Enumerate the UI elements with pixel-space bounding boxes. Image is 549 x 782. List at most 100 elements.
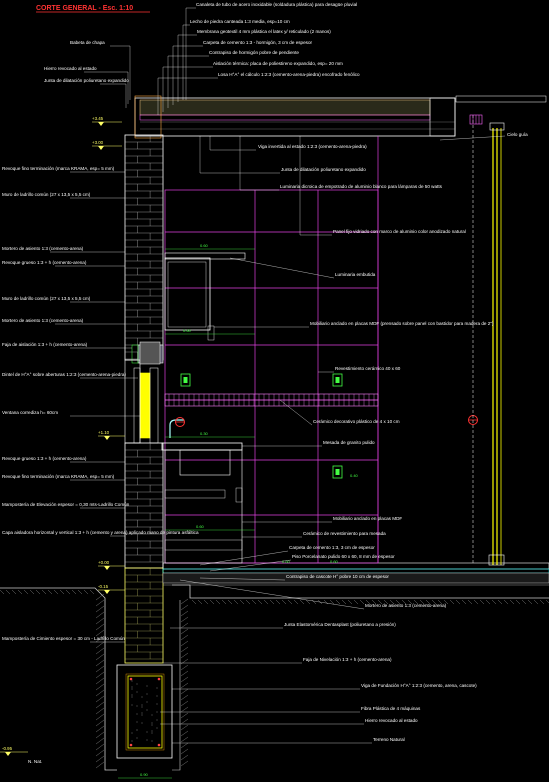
right-label: Mesada de granito pulido [323,440,375,445]
right-label: Mobiliario anclado en placas MDF (prensa… [310,321,494,326]
right-label: Mobiliario anclado en placas MDF [333,516,402,521]
leader-line [439,135,506,141]
hatch-line [95,719,105,727]
hatch-line [407,599,413,605]
concrete-speckle [151,714,153,716]
concrete-speckle [146,693,148,695]
hatch-line [41,589,47,595]
concrete-speckle [151,724,153,726]
hatch-line [455,599,461,605]
hatch-line [359,599,365,605]
hatch-line [251,599,257,605]
hatch-line [215,599,221,605]
hatch-line [180,754,189,761]
hatch-line [180,646,189,653]
outlet-icon [332,373,343,387]
right-label: Luminaria embutida [335,272,376,277]
hatch-line [95,749,105,757]
dim-label: 0.40 [350,473,359,478]
left-label: Dintel de H°A° sobre aberturas 1:2:3 (ce… [2,372,126,377]
dim-label: 0.60 [196,524,205,529]
hatch-line [527,599,533,605]
left-label: Revoque fino terminación (marca KRAMA, e… [2,474,115,479]
top-label: Lecho de piedra canteada 1:3 media, esp=… [190,19,290,24]
right-label: Carpeta de cemento 1:3, 3 cm de espesor [289,545,375,550]
upper-cabinet [164,252,246,341]
hatch-line [203,599,209,605]
concrete-speckle [136,705,138,707]
hatch-line [461,599,467,605]
concrete-speckle [146,685,148,687]
concrete-speckle [131,696,133,698]
left-label: Babeta de chapa [70,40,105,45]
hatch-line [180,664,189,671]
hatch-line [287,599,293,605]
hatch-line [485,599,491,605]
hatch-line [515,599,521,605]
hatch-line [180,700,189,707]
hatch-line [95,641,105,649]
hatch-line [71,589,77,595]
hatch-line [95,629,105,637]
drawing-title: CORTE GENERAL - Esc. 1:10 [36,5,133,12]
foundation-beam [116,664,173,759]
right-label: Luminaria dicroica de empotrado de alumi… [280,184,443,189]
hatch-line [233,599,239,605]
top-label: Aislación térmica: placa de poliestireno… [213,61,343,66]
right-label: Junta de dilatación poliuretano expandid… [281,167,366,172]
hatch-line [95,665,105,673]
concrete-speckle [136,729,138,731]
hatch-line [503,599,509,605]
level-mark-label: -0.15 [98,584,109,589]
hatch-line [227,599,233,605]
leader-lines [50,7,506,744]
concrete-speckle [156,695,158,697]
hatch-line [180,748,189,755]
ceiling-light-icon [469,114,483,125]
hatch-line [47,589,53,595]
right-label: Piso Porcelanato pulido 60 x 60, 8 mm de… [292,554,395,559]
hatch-line [95,701,105,709]
hatch-line [329,599,335,605]
right-label: Terreno Natural [373,737,405,742]
hatch-line [95,713,105,721]
right-label: Viga invertida al estado 1:2:3 (cemento-… [258,144,367,149]
concrete-speckle [136,737,138,739]
hatch-line [545,599,549,604]
concrete-speckle [146,731,148,733]
hatch-line [180,670,189,677]
leader-line [239,136,279,191]
left-label: Mampostería de Cimiento espesor = 30 cm … [2,636,125,641]
hatch-line [347,599,353,605]
leader-line [229,257,335,279]
hatch-line [95,593,105,601]
right-label: Contrapiso de cascote H° pobre 10 cm de … [286,574,389,579]
left-label: Mortero de asiento 1:3 (cemento-arena) [2,318,84,323]
left-label: Capa aisladora horizontal y vertical 1:3… [2,530,199,535]
hatch-line [239,599,245,605]
dim-label: 0.60 [183,328,192,333]
hatch-line [293,599,299,605]
left-label: Muro de ladrillo común (27 x 13,5 x 5,5 … [2,192,91,197]
hatch-line [180,718,189,725]
leader-line [100,83,127,108]
right-label: Fibra Plástica de 4 máquinas [361,706,421,711]
wall-jamb [124,359,141,444]
hatch-line [95,731,105,739]
leader-line [299,136,332,236]
hatch-line [275,599,281,605]
hatch-line [95,671,105,679]
concrete-speckle [136,683,138,685]
left-label: Junta de dilatación poliuretano expandid… [44,78,129,83]
sliding-window [133,367,159,444]
hatch-line [431,599,437,605]
top-label: Canaleta de tubo de acero inoxidable (so… [196,2,357,7]
hatch-line [180,658,189,665]
hatch-line [539,599,545,605]
dim-label: 0.90 [140,772,149,777]
hatch-line [95,755,105,763]
wall-tile-grid [164,189,379,564]
hatch-line [95,611,105,619]
leader-line [179,579,365,610]
concrete-speckle [141,696,143,698]
